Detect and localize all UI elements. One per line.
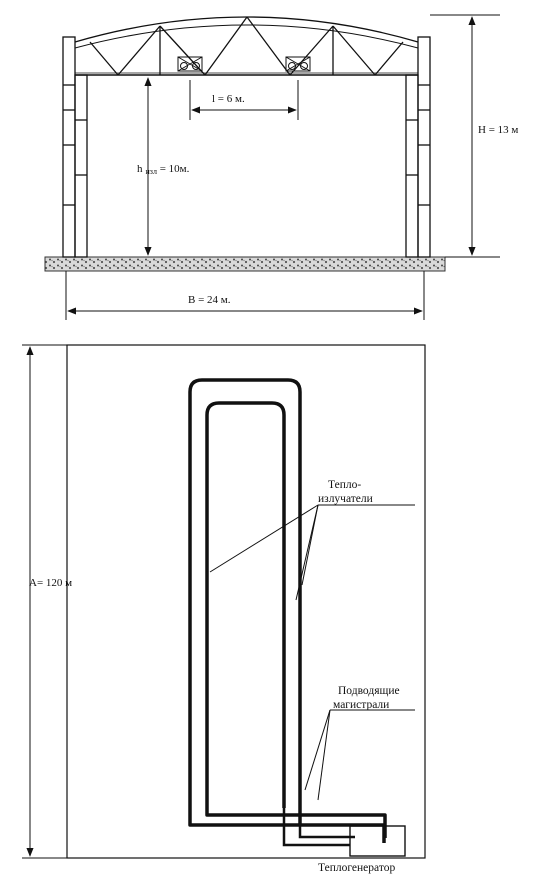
mains-leaders: [304, 709, 415, 801]
emitters-label: Тепло-излучатели: [318, 479, 373, 505]
emitters-label-line2: излучатели: [318, 493, 373, 505]
dimension-total-height: [430, 14, 500, 258]
clear-height-symbol: h: [137, 163, 143, 175]
inner-emitter-loop: [205, 401, 387, 838]
width-label: B = 24 м.: [188, 294, 231, 306]
outer-emitter-loop: [188, 378, 386, 843]
clear-height-subscript: изл: [146, 167, 157, 176]
emitters-leaders: [209, 504, 415, 601]
dimension-span-l: [189, 80, 299, 120]
clear-height-value: = 10м.: [157, 163, 190, 175]
length-label: A= 120 м: [29, 577, 72, 589]
truss-top-chord: [74, 16, 419, 43]
right-column: [405, 36, 431, 258]
generator-label: Теплогенератор: [318, 862, 395, 874]
building-outline: [66, 344, 426, 859]
ground-strip: [44, 256, 446, 272]
roof-truss: [74, 16, 419, 76]
dimension-length-a: [22, 344, 67, 859]
heat-generator-box: [349, 825, 406, 857]
left-column: [62, 36, 88, 258]
plan-view: [22, 344, 426, 859]
radiant-heater-left: [177, 56, 203, 72]
mains-label: Подводящие магистрали: [333, 685, 400, 711]
mains-label-line2: магистрали: [333, 699, 389, 711]
radiant-heater-right: [285, 56, 311, 72]
dimension-width-b: [65, 271, 425, 320]
mains-label-line1: Подводящие: [338, 685, 400, 697]
total-height-label: H = 13 м: [478, 124, 518, 136]
building-section: [44, 14, 500, 320]
span-label: l = 6 м.: [212, 93, 245, 105]
emitters-label-line1: Тепло-: [328, 479, 361, 491]
supply-mains: [282, 808, 355, 847]
